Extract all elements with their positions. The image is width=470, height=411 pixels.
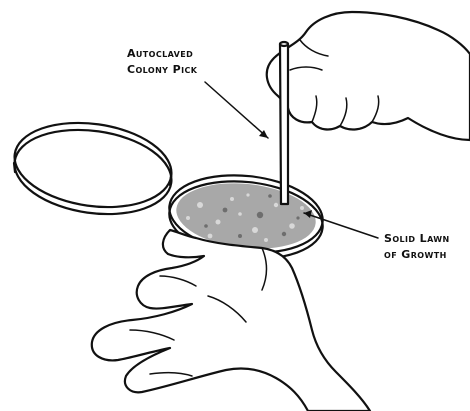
pick-leader-line (205, 82, 268, 138)
petri-dish-lid (9, 113, 177, 223)
colony-pick (280, 42, 288, 204)
lower-hand (92, 230, 370, 411)
pick-label: Autoclaved Colony Pick (127, 47, 198, 76)
lawn-label: Solid Lawn of Growth (384, 232, 450, 261)
pick-label-line1: Autoclaved (127, 47, 193, 60)
lawn-label-line2: of Growth (384, 248, 447, 261)
pick-label-line2: Colony Pick (127, 63, 198, 76)
lawn-label-line1: Solid Lawn (384, 232, 450, 245)
upper-hand (267, 12, 470, 140)
